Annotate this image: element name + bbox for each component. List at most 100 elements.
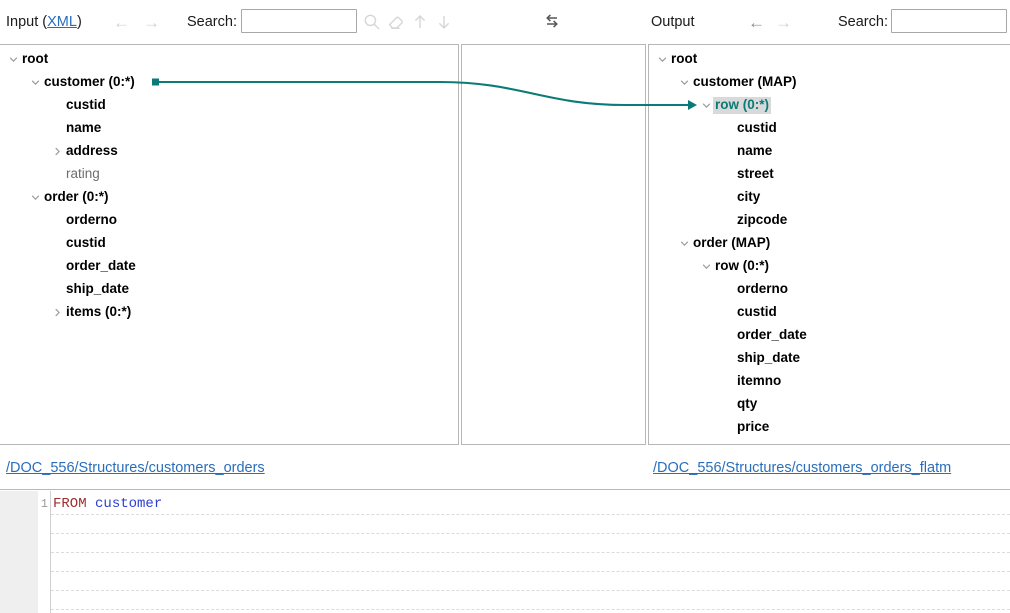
editor-guide-line [51,552,1010,553]
chevron-down-icon[interactable] [677,232,691,255]
input-tree-node[interactable]: custid [0,232,458,255]
output-tree-node[interactable]: customer (MAP) [649,71,1010,94]
output-tree-node-label: custid [737,120,777,136]
chevron-right-icon[interactable] [50,301,64,324]
input-tree-node-label: customer (0:*) [44,74,135,90]
editor-guide-line [51,533,1010,534]
output-tree-node[interactable]: custid [649,301,1010,324]
editor-divider [0,489,1010,490]
mapping-canvas-panel[interactable] [461,44,646,445]
chevron-down-icon[interactable] [655,48,669,71]
input-tree-node-label: order (0:*) [44,189,109,205]
output-tree: root customer (MAP) row (0:*) custid name str… [649,45,1010,439]
output-tree-node-label: name [737,143,773,159]
output-tree-node[interactable]: qty [649,393,1010,416]
eraser-icon[interactable] [387,13,405,31]
output-tree-node[interactable]: price [649,416,1010,439]
output-tree-node-label: price [737,419,770,435]
output-tree-node[interactable]: orderno [649,278,1010,301]
output-tree-node[interactable]: row (0:*) [649,94,1010,117]
output-tree-node[interactable]: order_date [649,324,1010,347]
output-tree-node[interactable]: ship_date [649,347,1010,370]
output-tree-node-label: root [671,51,698,67]
output-search-input[interactable] [891,9,1007,33]
output-tree-node[interactable]: name [649,140,1010,163]
input-forward-button[interactable]: → [143,13,160,32]
output-tree-node[interactable]: order (MAP) [649,232,1010,255]
input-panel-title-text: Input ( [6,14,48,30]
input-tree-node[interactable]: order_date [0,255,458,278]
editor-guide-line [51,590,1010,591]
input-tree-node[interactable]: custid [0,94,458,117]
output-tree-node-label: row (0:*) [715,258,769,274]
input-tree-node-label: address [66,143,118,159]
output-tree-node-label: zipcode [737,212,788,228]
chevron-right-icon[interactable] [50,140,64,163]
input-format-link[interactable]: XML [47,14,77,30]
toolbar: Input (XML) ← → Search: [0,0,1010,42]
arrow-up-icon[interactable] [411,13,429,31]
output-panel-title: Output [651,14,695,30]
sql-identifier: customer [95,496,163,512]
sql-keyword: FROM [53,496,87,512]
input-panel-title-close: ) [76,14,82,30]
chevron-down-icon[interactable] [677,71,691,94]
editor-gutter-separator [50,491,51,613]
input-search-input[interactable] [241,9,357,33]
output-tree-node-label: itemno [737,373,782,389]
editor-gutter [0,491,38,613]
chevron-down-icon[interactable] [699,94,713,117]
input-panel-title: Input (XML) [6,15,82,30]
input-back-button[interactable]: ← [113,13,130,32]
output-structure-path-link[interactable]: /DOC_556/Structures/customers_orders_fla… [653,460,952,476]
output-forward-button[interactable]: → [775,13,792,32]
input-tree-node-label: rating [66,166,100,182]
input-tree-node[interactable]: items (0:*) [0,301,458,324]
editor-guide-line [51,571,1010,572]
input-tree-node-label: order_date [66,258,136,274]
input-tree-node[interactable]: root [0,48,458,71]
output-tree-node-label: row (0:*) [713,97,771,114]
input-search-label: Search: [187,14,237,30]
output-tree-node-label: customer (MAP) [693,74,797,90]
input-tree-node[interactable]: customer (0:*) [0,71,458,94]
output-tree-node[interactable]: root [649,48,1010,71]
swap-arrows-icon[interactable] [543,12,561,30]
output-tree-node[interactable]: custid [649,117,1010,140]
input-tree-node[interactable]: rating [0,163,458,186]
input-tree-node-label: name [66,120,102,136]
output-search-label: Search: [838,14,888,30]
output-tree-node[interactable]: street [649,163,1010,186]
input-tree: root customer (0:*) custid name address ratin… [0,45,458,324]
input-tree-node[interactable]: address [0,140,458,163]
arrow-down-icon[interactable] [435,13,453,31]
input-tree-node-label: custid [66,235,106,251]
output-tree-node-label: order (MAP) [693,235,771,251]
input-tree-node-label: orderno [66,212,118,228]
output-tree-node[interactable]: zipcode [649,209,1010,232]
chevron-down-icon[interactable] [28,71,42,94]
input-structure-path-link[interactable]: /DOC_556/Structures/customers_orders [6,460,265,476]
editor-guide-line [51,514,1010,515]
output-tree-node[interactable]: row (0:*) [649,255,1010,278]
output-tree-node[interactable]: city [649,186,1010,209]
input-tree-node[interactable]: name [0,117,458,140]
input-tree-panel[interactable]: root customer (0:*) custid name address ratin… [0,44,459,445]
output-back-button[interactable]: ← [748,13,765,32]
input-tree-node[interactable]: order (0:*) [0,186,458,209]
editor-code-line[interactable]: FROM customer [53,495,162,514]
output-tree-node-label: custid [737,304,777,320]
chevron-down-icon[interactable] [699,255,713,278]
output-tree-node[interactable]: itemno [649,370,1010,393]
search-icon[interactable] [363,13,381,31]
input-tree-node[interactable]: orderno [0,209,458,232]
output-tree-panel[interactable]: root customer (MAP) row (0:*) custid name str… [648,44,1010,445]
output-tree-node-label: ship_date [737,350,801,366]
editor-guide-line [51,609,1010,610]
input-tree-node[interactable]: ship_date [0,278,458,301]
output-tree-node-label: orderno [737,281,789,297]
chevron-down-icon[interactable] [6,48,20,71]
chevron-down-icon[interactable] [28,186,42,209]
